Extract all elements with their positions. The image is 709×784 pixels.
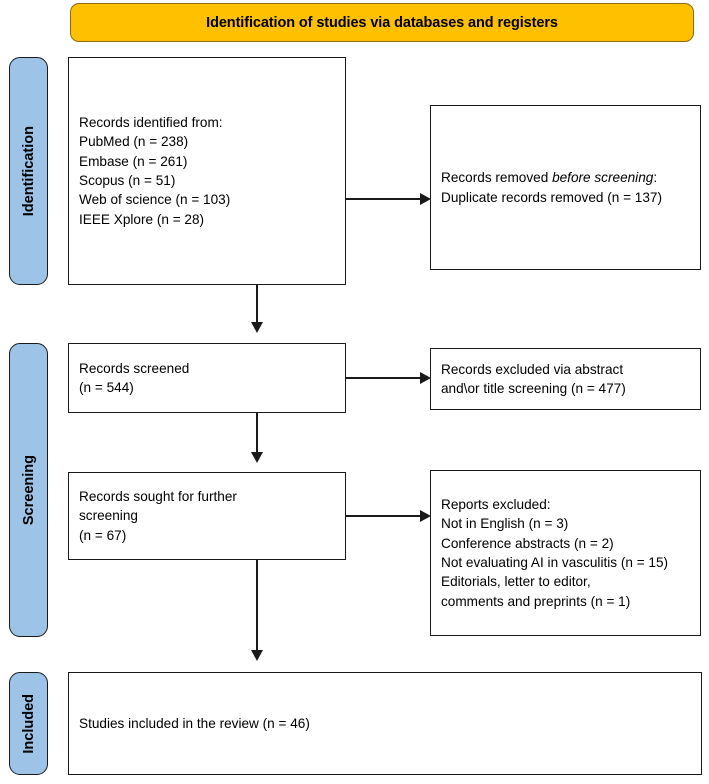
arrowhead-identified-to-removed — [420, 192, 431, 205]
box-reports-excluded: Reports excluded: Not in English (n = 3)… — [430, 470, 701, 636]
arrowhead-sought-to-included — [250, 650, 263, 661]
box-records-identified-text: Records identified from: PubMed (n = 238… — [79, 115, 231, 227]
box-reports-excluded-text: Reports excluded: Not in English (n = 3)… — [441, 497, 669, 609]
box-records-screened-text: Records screened (n = 544) — [79, 360, 190, 395]
connector-screened-to-excluded — [346, 377, 424, 379]
stage-tab-screening: Screening — [9, 343, 48, 637]
stage-tab-screening-label: Screening — [20, 454, 37, 526]
phase-banner-identification: Identification of studies via databases … — [70, 3, 694, 42]
box-records-removed: Records removed before screening: Duplica… — [430, 105, 701, 270]
connector-sought-to-reports-excluded — [346, 515, 424, 517]
connector-screened-to-sought — [256, 413, 258, 457]
stage-tab-identification-label: Identification — [20, 125, 37, 217]
stage-tab-included: Included — [9, 672, 48, 775]
box-studies-included-text: Studies included in the review (n = 46) — [79, 715, 310, 731]
connector-sought-to-included — [256, 560, 258, 653]
box-records-screened: Records screened (n = 544) — [68, 343, 346, 413]
stage-tab-identification: Identification — [9, 57, 48, 285]
connector-identified-to-screened — [256, 285, 258, 327]
box-records-excluded-text: Records excluded via abstract and\or tit… — [441, 361, 626, 396]
arrowhead-sought-to-reports-excluded — [420, 509, 431, 522]
connector-identified-to-removed — [346, 198, 424, 200]
box-records-sought: Records sought for further screening (n … — [68, 472, 346, 560]
box-records-removed-body: Duplicate records removed (n = 137) — [441, 189, 663, 205]
arrowhead-identified-to-screened — [250, 322, 263, 333]
box-records-identified: Records identified from: PubMed (n = 238… — [68, 57, 346, 285]
arrowhead-screened-to-sought — [250, 452, 263, 463]
box-records-removed-heading-suffix: : — [653, 170, 658, 186]
box-records-removed-heading-italic: before screening — [552, 170, 654, 186]
box-records-excluded: Records excluded via abstract and\or tit… — [430, 348, 701, 410]
box-records-removed-text: Records removed before screening: Duplica… — [431, 168, 672, 207]
box-records-sought-text: Records sought for further screening (n … — [79, 489, 237, 543]
box-records-removed-heading-plain: Records removed — [441, 170, 553, 186]
box-studies-included: Studies included in the review (n = 46) — [68, 672, 702, 775]
stage-tab-included-label: Included — [20, 693, 37, 754]
arrowhead-screened-to-excluded — [420, 371, 431, 384]
